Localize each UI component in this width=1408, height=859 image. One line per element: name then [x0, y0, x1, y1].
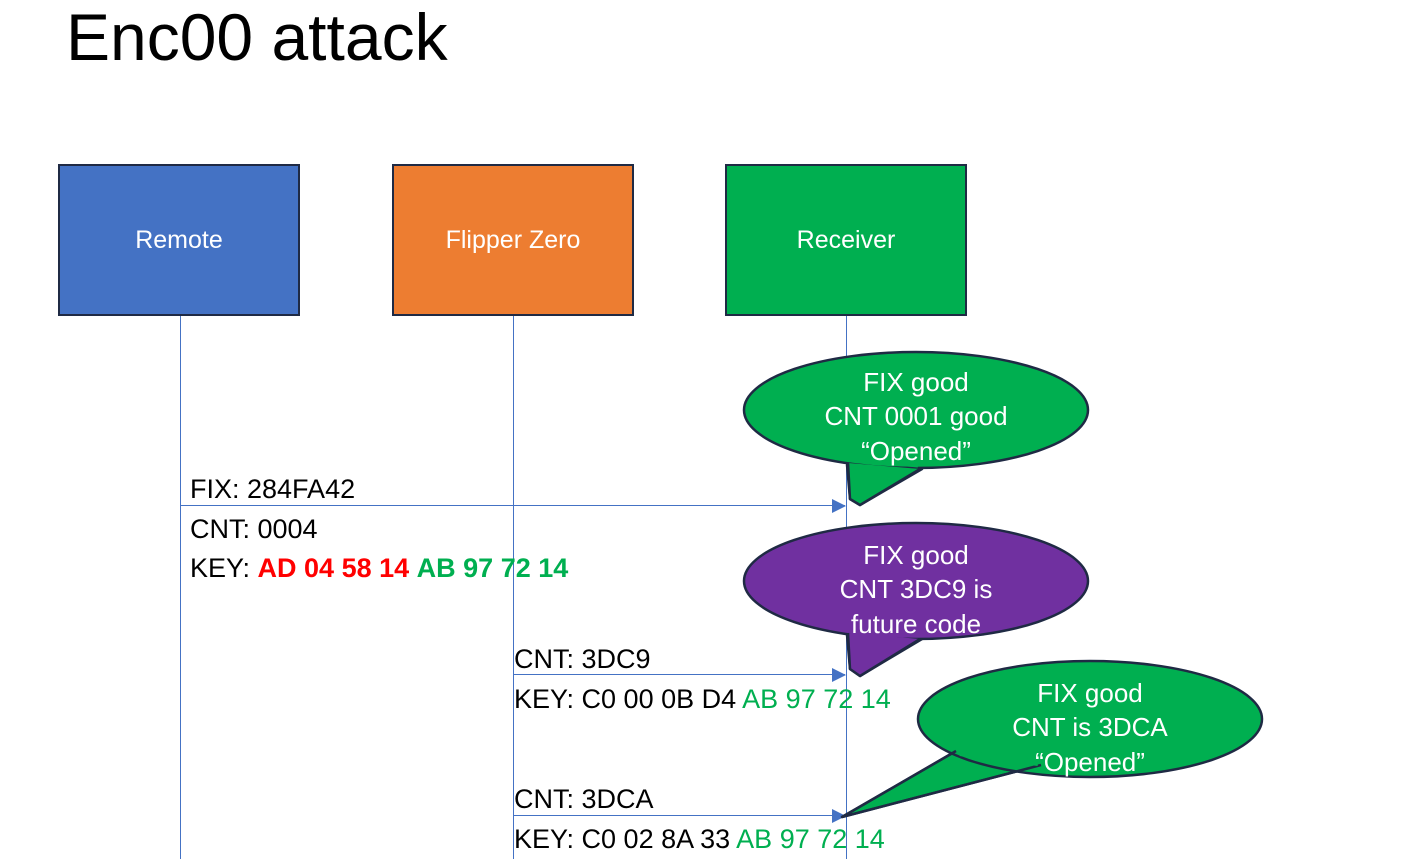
message-arrow-1 — [181, 499, 846, 513]
message-2-key-part2: AB 97 72 14 — [742, 684, 891, 714]
message-1-fix: FIX: 284FA42 — [190, 474, 356, 504]
message-3-key: KEY: C0 02 8A 33 AB 97 72 14 — [514, 820, 885, 859]
callout-3-shape — [840, 659, 1264, 819]
callout-bubble-1[interactable]: FIX good CNT 0001 good “Opened” — [742, 347, 1090, 507]
message-arrow-2 — [514, 668, 846, 682]
message-1-key-prefix: KEY: — [190, 553, 258, 583]
page-title: Enc00 attack — [66, 0, 448, 74]
actor-box-remote[interactable]: Remote — [58, 164, 300, 316]
actor-label-remote: Remote — [135, 225, 223, 254]
lifeline-flipper-zero — [513, 316, 514, 859]
message-1-key-space — [409, 553, 417, 583]
message-2-cnt: CNT: 3DC9 — [514, 644, 651, 674]
message-arrow-3 — [514, 809, 846, 823]
actor-label-receiver: Receiver — [796, 225, 896, 254]
message-1-key-part1: AD 04 58 14 — [257, 553, 410, 583]
message-2-key: KEY: C0 00 0B D4 AB 97 72 14 — [514, 680, 891, 719]
callout-bubble-2[interactable]: FIX good CNT 3DC9 is future code — [742, 519, 1090, 678]
callout-2-shape — [742, 521, 1090, 678]
callout-bubble-3[interactable]: FIX good CNT is 3DCA “Opened” — [840, 657, 1264, 819]
message-3-cnt: CNT: 3DCA — [514, 784, 654, 814]
message-1-key-part2: AB 97 72 14 — [416, 553, 569, 583]
lifeline-remote — [180, 316, 181, 859]
actor-label-flipper-zero: Flipper Zero — [445, 225, 581, 254]
message-2-key-prefix: KEY: C0 00 0B D4 — [514, 684, 743, 714]
actor-box-flipper-zero[interactable]: Flipper Zero — [392, 164, 634, 316]
callout-1-shape — [742, 350, 1090, 507]
message-3-key-part2: AB 97 72 14 — [736, 824, 885, 854]
message-1-key: KEY: AD 04 58 14 AB 97 72 14 — [190, 549, 568, 588]
actor-box-receiver[interactable]: Receiver — [725, 164, 967, 316]
message-1-cnt: CNT: 0004 — [190, 514, 318, 544]
message-3-key-prefix: KEY: C0 02 8A 33 — [514, 824, 737, 854]
